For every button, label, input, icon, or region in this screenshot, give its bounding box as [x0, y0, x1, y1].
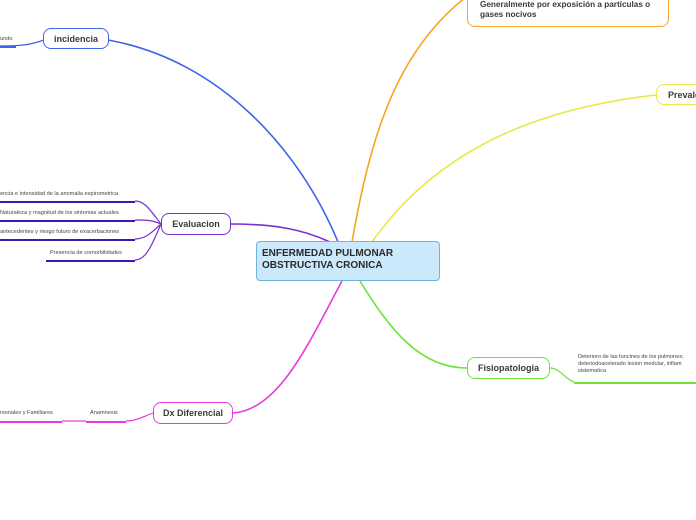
leaf-underline [86, 421, 126, 423]
link-exposicion [351, 0, 464, 243]
leaf-dx-anamnesis[interactable]: Anamnesis [90, 410, 118, 416]
link-fisiopatologia [359, 280, 468, 369]
link-incidencia [107, 39, 339, 243]
node-fisiopatologia-label: Fisiopatologia [477, 363, 539, 373]
leaf-eval-4-text: Presencia de comorbilidades [50, 250, 122, 256]
node-exposicion[interactable]: Generalmente por exposición a partículas… [467, 0, 669, 27]
node-dx-diferencial[interactable]: Dx Diferencial [153, 402, 233, 424]
node-prevalencia-label: Prevale [668, 89, 696, 100]
leaf-fisio-1[interactable]: Deterioro de las funcines de los pulmone… [578, 354, 696, 375]
link-prevalencia [371, 94, 657, 243]
central-topic-title: ENFERMEDAD PULMONAR OBSTRUCTIVA CRONICA [262, 248, 394, 271]
node-dx-label: Dx Diferencial [162, 408, 224, 418]
link-eval-3 [134, 223, 162, 240]
leaf-underline [0, 421, 62, 423]
leaf-underline [574, 382, 696, 384]
link-evaluacion [230, 223, 331, 243]
node-prevalencia[interactable]: Prevale [656, 84, 696, 105]
leaf-dx-personales[interactable]: rsonales y Familiares [0, 410, 53, 416]
leaf-fisio-1-text: Deterioro de las funcines de los pulmone… [578, 354, 684, 374]
leaf-underline [0, 201, 135, 203]
link-incidencia-leaf [0, 39, 45, 47]
node-evaluacion[interactable]: Evaluacion [161, 213, 231, 235]
link-eval-1 [134, 200, 162, 225]
leaf-dx-personales-text: rsonales y Familiares [0, 410, 53, 416]
leaf-eval-3[interactable]: antecedentes y riesgo futuro de exacerba… [0, 229, 119, 235]
link-fisio-1 [549, 367, 575, 383]
leaf-eval-2-text: Naturaleza y magnitud de los sintomas ac… [0, 210, 119, 216]
central-topic[interactable]: ENFERMEDAD PULMONAR OBSTRUCTIVA CRONICA [256, 241, 440, 281]
leaf-incidencia-mundo-text: undo [0, 36, 13, 42]
link-eval-2 [134, 219, 162, 225]
node-exposicion-label: Generalmente por exposición a partículas… [480, 0, 651, 19]
leaf-incidencia-mundo[interactable]: undo [0, 36, 12, 42]
leaf-underline [0, 46, 16, 48]
link-eval-4 [134, 223, 162, 261]
leaf-dx-anamnesis-text: Anamnesis [90, 410, 118, 416]
leaf-underline [0, 239, 135, 241]
leaf-underline [0, 220, 135, 222]
leaf-eval-3-text: antecedentes y riesgo futuro de exacerba… [0, 229, 120, 235]
leaf-underline [46, 260, 135, 262]
node-fisiopatologia[interactable]: Fisiopatologia [467, 357, 550, 379]
leaf-eval-1-text: encia e intensidad de la anomalia espiro… [0, 191, 119, 197]
node-evaluacion-label: Evaluacion [172, 219, 220, 229]
node-incidencia[interactable]: incidencia [43, 28, 109, 49]
link-dx-1 [125, 412, 154, 422]
leaf-eval-4[interactable]: Presencia de comorbilidades [50, 250, 122, 256]
node-incidencia-label: incidencia [53, 33, 98, 44]
leaf-eval-1[interactable]: encia e intensidad de la anomalia espiro… [0, 191, 118, 197]
leaf-eval-2[interactable]: Naturaleza y magnitud de los sintomas ac… [0, 210, 119, 216]
link-dx [232, 280, 343, 414]
